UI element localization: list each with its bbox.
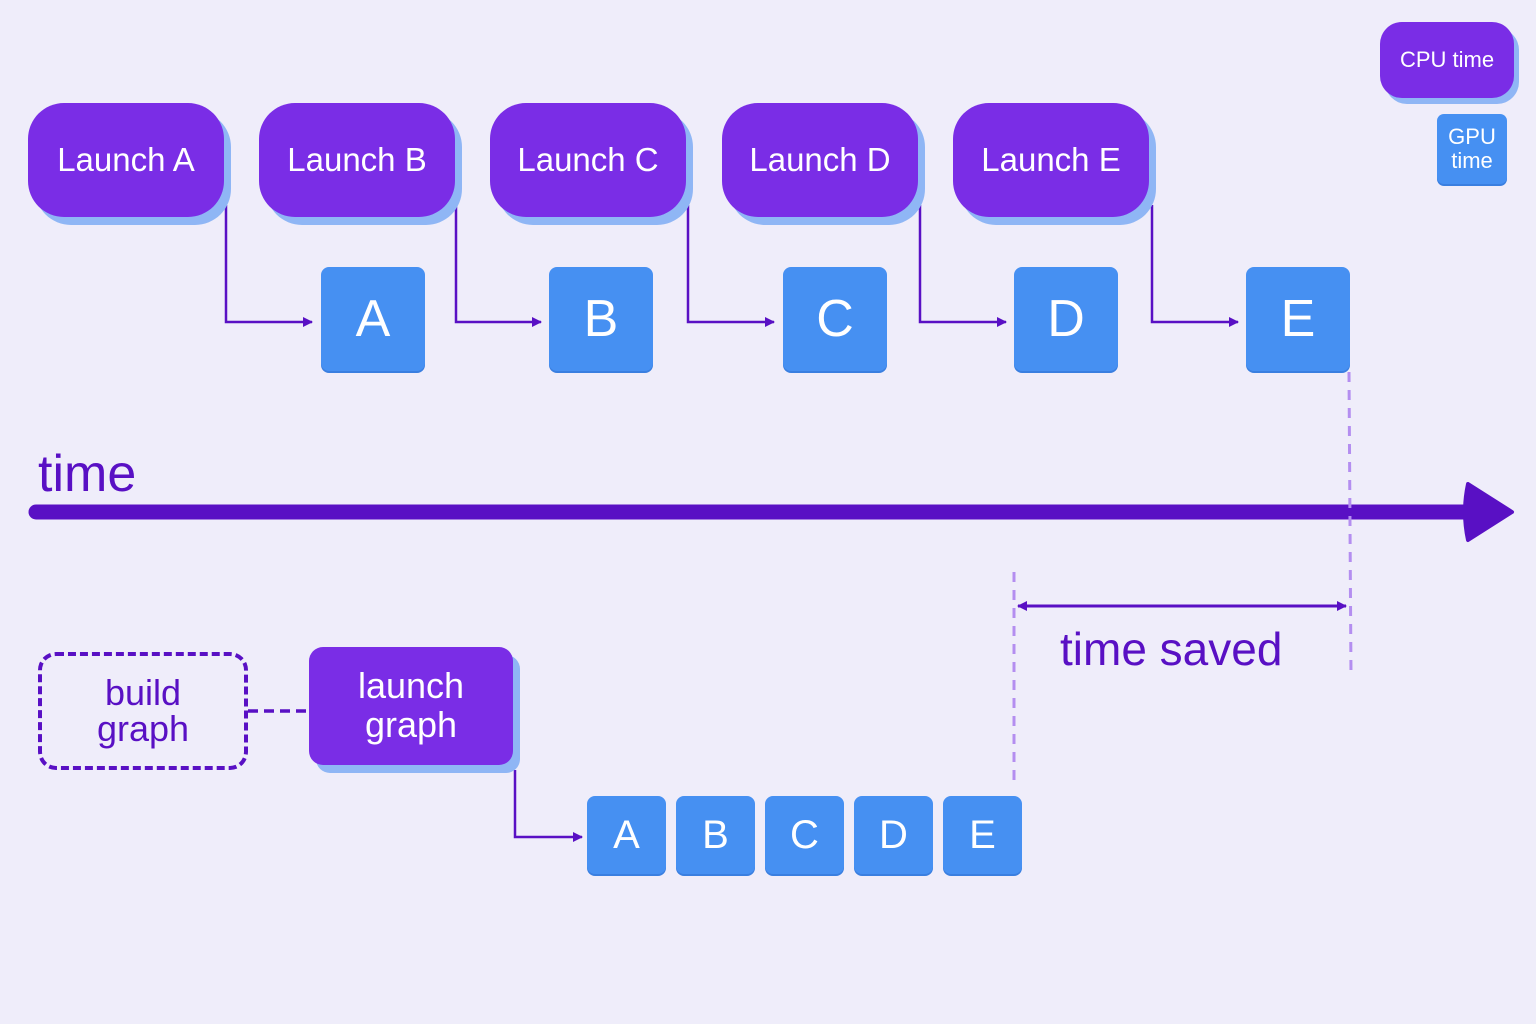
time-axis-arrowhead: [1463, 482, 1514, 542]
connector-a: [224, 205, 313, 327]
time-saved-label: time saved: [1060, 623, 1283, 675]
kernel-a: A: [321, 267, 425, 371]
legend-cpu-time: CPU time: [1380, 22, 1514, 98]
time-label: time: [38, 445, 137, 503]
launch-b: Launch B: [259, 103, 455, 217]
launch-c: Launch C: [490, 103, 686, 217]
connector-e: [1150, 205, 1239, 327]
kernel-e: E: [1246, 267, 1350, 371]
launch-d: Launch D: [722, 103, 918, 217]
connector-c: [686, 205, 775, 327]
kernel-c: C: [783, 267, 887, 371]
launch-a: Launch A: [28, 103, 224, 217]
connector-graph: [513, 770, 583, 842]
launch-e: Launch E: [953, 103, 1149, 217]
graph-kernel-a: A: [587, 796, 666, 874]
connector-b: [454, 205, 542, 327]
connector-d: [918, 205, 1007, 327]
end-guide-top: [1347, 371, 1353, 677]
graph-kernel-c: C: [765, 796, 844, 874]
legend-gpu-time: GPU time: [1437, 114, 1507, 184]
graph-kernel-e: E: [943, 796, 1022, 874]
launch-graph-box: launch graph: [309, 647, 513, 765]
graph-kernel-b: B: [676, 796, 755, 874]
kernel-b: B: [549, 267, 653, 371]
build-graph-box: build graph: [38, 652, 248, 770]
kernel-d: D: [1014, 267, 1118, 371]
graph-kernel-d: D: [854, 796, 933, 874]
